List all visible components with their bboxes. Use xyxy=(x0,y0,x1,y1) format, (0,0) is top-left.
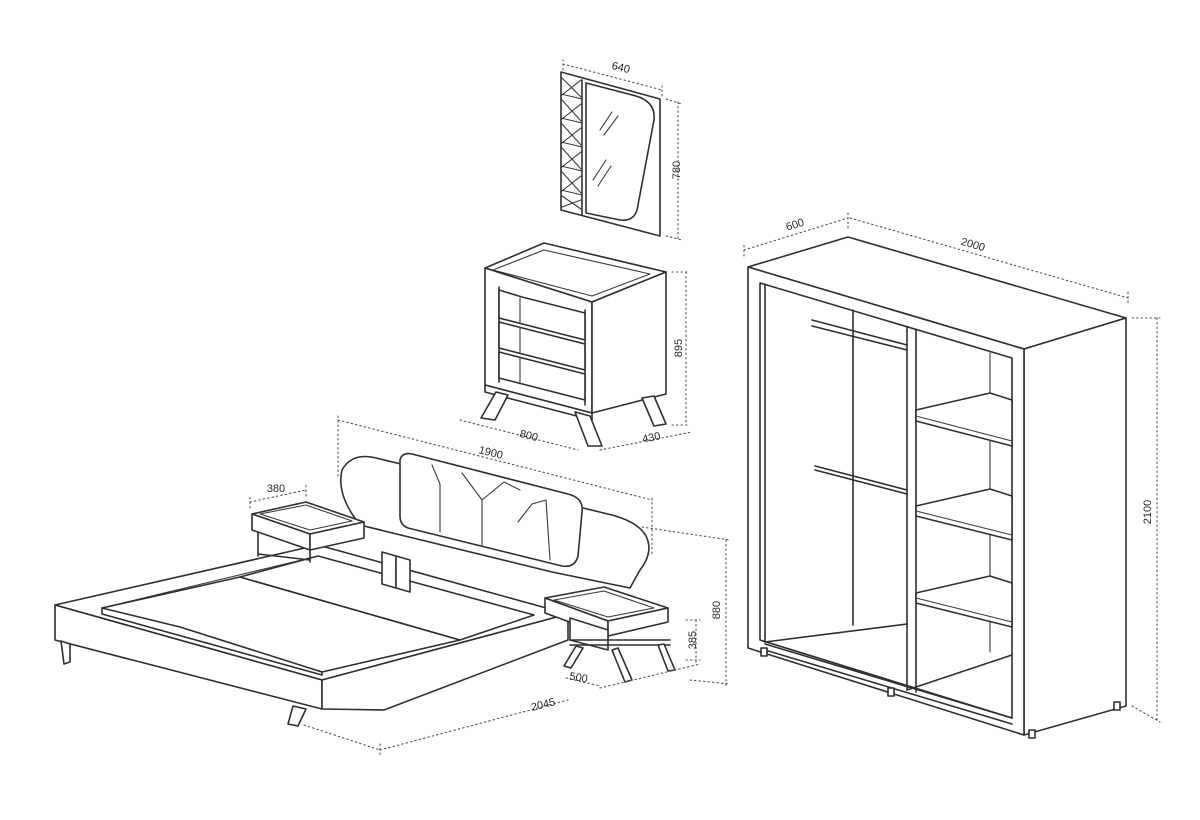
nightstand-left: 380 xyxy=(249,483,365,563)
nightstand-right: 500 385 xyxy=(544,586,701,689)
bed-height-label: 880 xyxy=(711,601,723,619)
nightstand-width-label: 380 xyxy=(267,483,285,495)
nightstand-depth-label: 500 xyxy=(568,671,588,686)
bed-length-label: 2045 xyxy=(530,696,557,714)
wardrobe: 600 2000 2100 xyxy=(743,209,1161,739)
dresser-height-label: 895 xyxy=(673,339,685,357)
wardrobe-depth-label: 600 xyxy=(785,217,806,234)
dresser-width-label: 800 xyxy=(518,428,539,444)
mirror-width-label: 640 xyxy=(610,60,631,76)
dresser: 800 430 895 xyxy=(459,242,693,451)
nightstand-height-label: 385 xyxy=(687,631,699,649)
mirror: 640 780 xyxy=(560,59,683,241)
mirror-height-label: 780 xyxy=(671,161,683,179)
wardrobe-height-label: 2100 xyxy=(1142,500,1154,524)
wardrobe-width-label: 2000 xyxy=(959,236,986,254)
bed-width-label: 1900 xyxy=(477,444,504,462)
dresser-depth-label: 430 xyxy=(641,430,661,445)
bed-dimensions: 1900 880 2045 xyxy=(303,415,731,757)
bed xyxy=(54,452,650,727)
